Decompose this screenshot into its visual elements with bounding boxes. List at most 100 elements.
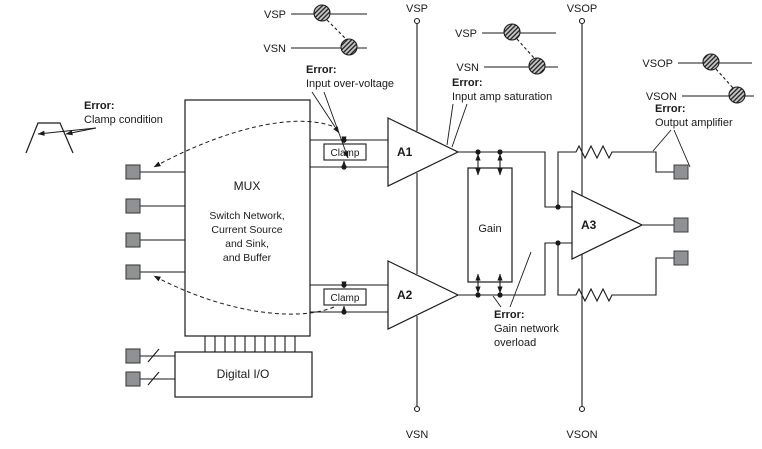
input-pad [125,198,141,214]
amp-a1-label: A1 [397,145,413,159]
clamp-diode-icon [503,23,521,41]
error-title: Error: [655,103,686,115]
junction-dot [341,164,347,170]
rail-terminal [413,17,421,25]
feedback-wire-top [557,151,572,207]
mux-title: MUX [234,179,261,193]
output-pad [673,250,689,266]
vsn-label: VSN [456,62,479,74]
amp-triangle [571,190,644,260]
amp-triangle [387,260,460,330]
vsn-label: VSN [263,43,286,55]
vsop-label: VSOP [642,58,673,70]
error-text: Output amplifier [655,117,733,129]
amp-a3-label: A3 [581,218,597,232]
digital-pads [125,348,175,387]
feedback-network [555,144,674,303]
rail-terminal [413,405,421,413]
error-input-over-voltage: Error: Input over-voltage [306,64,394,159]
resistor-icon [572,144,616,160]
digital-io-block: Digital I/O [174,351,313,398]
error-text: Input over-voltage [306,78,394,90]
vsp-vsn-rail: VSP VSN [406,3,429,441]
clamp-waveform-icon [25,122,74,154]
junction-dot [497,149,503,155]
input-clamp-symbol-left: VSP VSN [263,4,367,56]
vsop-rail-label: VSOP [567,3,598,15]
diode-dashed-link [326,19,348,41]
callout-line [673,129,691,168]
vson-rail-label: VSON [566,429,597,441]
error-text: Clamp condition [84,114,163,126]
feedback-wire-bottom [557,243,572,296]
gain-block: Gain [467,149,513,298]
clamp-label: Clamp [331,293,360,304]
vsop-vson-rail: VSOP VSON [566,3,597,441]
error-clamp-condition: Error: Clamp condition [25,100,163,154]
output-pad [673,164,689,180]
vsp-label: VSP [455,28,477,40]
callout-arrow [37,127,97,136]
vsn-rail-label: VSN [406,429,429,441]
input-pads [125,164,185,280]
vson-label: VSON [646,91,677,103]
digital-io-box [174,351,313,398]
error-title: Error: [306,64,337,76]
digital-pad [125,371,141,387]
mux-sub-line: Switch Network, [209,210,284,222]
junction-dot [475,292,481,298]
callout-line [509,251,532,308]
output-pad [673,217,689,233]
feedback-wire-top-right [616,151,674,173]
amp-a2-label: A2 [397,288,413,302]
error-output-amplifier: Error: Output amplifier [652,103,733,168]
mux-sub-line: and Sink, [225,238,269,250]
error-path-top [153,120,333,168]
diode-dashed-link [516,38,535,59]
callout-arrow [65,127,97,136]
rail-terminal [578,405,586,413]
gain-label: Gain [478,223,501,235]
error-text: overload [494,337,536,349]
output-pads [673,164,689,266]
amp-a3: A3 [571,190,674,260]
error-title: Error: [494,309,525,321]
mux-block: MUX Switch Network, Current Source and S… [184,99,311,337]
vsp-label: VSP [264,9,286,21]
input-pad [125,232,141,248]
callout-arrow [311,91,340,134]
junction-dot [341,137,347,143]
junction-dot [341,282,347,288]
feedback-wire-bottom-right [616,257,674,296]
bus-slash-icon [147,348,160,363]
mux-sub-line: and Buffer [223,252,272,264]
clamp-diode-icon [702,53,720,71]
bus-slash-icon [147,371,160,386]
junction-dot [497,292,503,298]
callout-arrow [323,91,349,159]
error-input-amp-saturation: Error: Input amp saturation [446,77,552,148]
digital-bus-comb [204,336,296,352]
amp-a1: A1 [387,117,460,187]
callout-line [492,295,502,308]
diode-dashed-link [715,68,734,89]
error-text: Gain network [494,323,559,335]
input-clamp-symbol-mid: VSP VSN [455,23,558,75]
clamp-diode-icon [728,86,746,104]
junction-dot [341,309,347,315]
vsp-rail-label: VSP [406,3,428,15]
resistor-icon [572,287,616,303]
digital-io-label: Digital I/O [217,367,270,381]
clamp-diode-icon [528,57,546,75]
clamp-diode-icon [313,4,331,22]
rail-terminal [578,17,586,25]
junction-dot [475,149,481,155]
error-title: Error: [452,77,483,89]
callout-line [451,103,468,148]
input-pad [125,164,141,180]
callout-line [652,129,672,152]
error-gain-network-overload: Error: Gain network overload [492,251,559,349]
junction-dot [555,240,561,246]
